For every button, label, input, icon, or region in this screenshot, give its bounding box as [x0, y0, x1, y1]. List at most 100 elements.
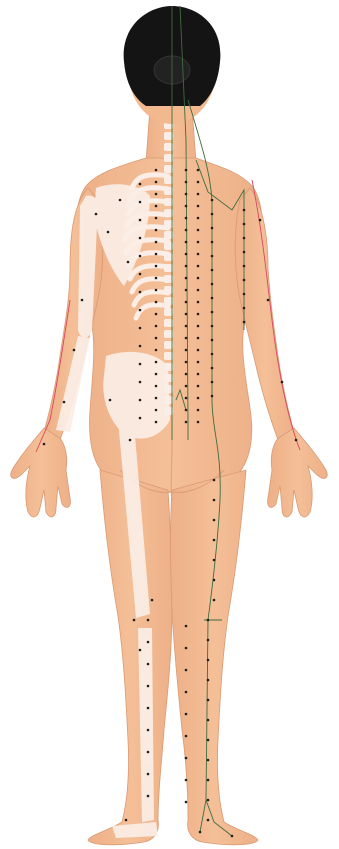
acupoint-dot [211, 283, 214, 286]
acupoint-dot [197, 217, 200, 220]
acupoint-dot [197, 277, 200, 280]
acupoint-dot [185, 757, 188, 760]
acupoint-dot [185, 337, 188, 340]
right-hand [268, 428, 328, 517]
acupoint-dot [155, 397, 158, 400]
acupoint-dot [197, 397, 200, 400]
acupoint-dot [127, 261, 130, 264]
acupoint-dot [207, 759, 210, 762]
acupoint-dot [139, 273, 142, 276]
acupoint-dot [155, 385, 158, 388]
acupoint-dot [281, 381, 284, 384]
acupoint-dot [185, 625, 188, 628]
acupoint-dot [243, 237, 246, 240]
acupoint-dot [211, 311, 214, 314]
acupoint-dot [185, 205, 188, 208]
acupoint-dot [211, 381, 214, 384]
acupoint-dot [197, 253, 200, 256]
acupoint-dot [155, 229, 158, 232]
acupoint-dot [207, 799, 210, 802]
acupoint-dot [147, 707, 150, 710]
acupoint-dot [213, 479, 216, 482]
acupoint-dot [43, 443, 46, 446]
acupoint-dot [185, 373, 188, 376]
acupoint-dot [155, 421, 158, 424]
acupoint-dot [211, 353, 214, 356]
acupoint-dot [213, 519, 216, 522]
acupoint-dot [295, 439, 298, 442]
acupoint-dot [155, 301, 158, 304]
acupoint-dot [207, 619, 210, 622]
acupoint-dot [155, 265, 158, 268]
acupoint-dot [185, 289, 188, 292]
acupoint-dot [185, 691, 188, 694]
acupoint-dot [211, 269, 214, 272]
acupoint-dot [73, 349, 76, 352]
acupoint-dot [197, 193, 200, 196]
acupoint-dot [259, 219, 262, 222]
acupoint-dot [197, 241, 200, 244]
acupoint-dot [155, 409, 158, 412]
acupoint-dot [207, 739, 210, 742]
acupoint-dot [185, 253, 188, 256]
acupoint-dot [243, 265, 246, 268]
acupoint-dot [213, 559, 216, 562]
acupoint-dot [213, 539, 216, 542]
acupoint-dot [185, 409, 188, 412]
acupoint-dot [207, 639, 210, 642]
acupoint-dot [243, 293, 246, 296]
acupoint-dot [109, 399, 112, 402]
acupoint-dot [243, 321, 246, 324]
acupoint-dot [207, 779, 210, 782]
acupoint-dot [185, 397, 188, 400]
right-leg [171, 470, 259, 845]
acupoint-dot [197, 181, 200, 184]
acupoint-dot [63, 401, 66, 404]
acupoint-dot [147, 751, 150, 754]
acupoint-dot [211, 227, 214, 230]
acupoint-dot [185, 181, 188, 184]
acupoint-dot [207, 679, 210, 682]
acupoint-dot [207, 659, 210, 662]
acupoint-dot [197, 409, 200, 412]
acupoint-dot [243, 223, 246, 226]
acupoint-dot [197, 385, 200, 388]
acupoint-dot [155, 337, 158, 340]
acupoint-dot [199, 831, 202, 834]
acupoint-dot [211, 255, 214, 258]
acupoint-dot [185, 169, 188, 172]
acupoint-dot [197, 301, 200, 304]
acupoint-dot [147, 685, 150, 688]
acupoint-dot [197, 265, 200, 268]
acupoint-dot [147, 641, 150, 644]
acupoint-dot [185, 301, 188, 304]
acupoint-dot [119, 199, 122, 202]
acupoint-dot [129, 439, 132, 442]
acupoint-dot [185, 801, 188, 804]
acupoint-dot [139, 649, 142, 652]
acupoint-dot [155, 181, 158, 184]
acupoint-dot [185, 361, 188, 364]
acupoint-dot [185, 313, 188, 316]
acupoint-dot [243, 307, 246, 310]
acupoint-dot [197, 205, 200, 208]
acupoint-dot [95, 213, 98, 216]
acupoint-dot [185, 325, 188, 328]
acupoint-dot [213, 499, 216, 502]
acupoint-dot [139, 309, 142, 312]
acupoint-dot [155, 361, 158, 364]
acupoint-dot [213, 599, 216, 602]
acupoint-dot [211, 213, 214, 216]
acupoint-dot [155, 373, 158, 376]
acupoint-dot [139, 237, 142, 240]
acupoint-dot [147, 619, 150, 622]
acupoint-dot [81, 299, 84, 302]
acupoint-dot [197, 337, 200, 340]
acupoint-dot [139, 183, 142, 186]
acupoint-dot [155, 205, 158, 208]
acupoint-dot [139, 219, 142, 222]
acupoint-dot [211, 241, 214, 244]
acupoint-dot [139, 327, 142, 330]
